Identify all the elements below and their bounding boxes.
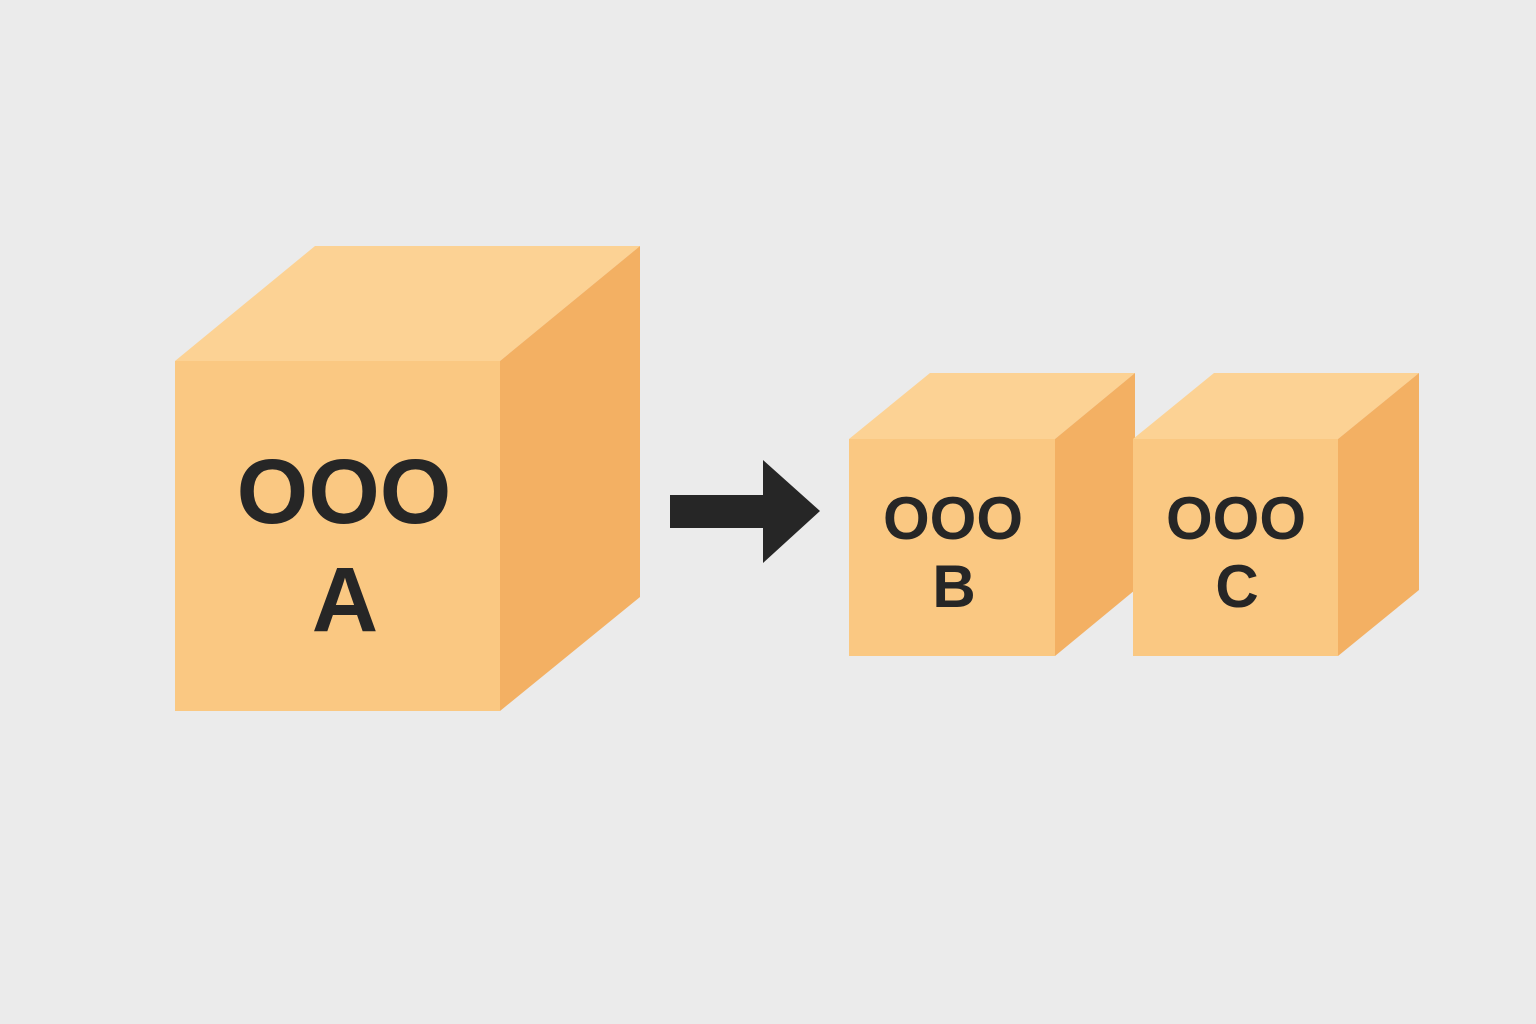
- cube-b-label-line1: OOO: [883, 485, 1023, 552]
- arrow-body: [670, 460, 820, 563]
- cube-c-top-face: [1133, 373, 1419, 439]
- cube-b-label-line2: B: [932, 553, 975, 620]
- cube-c: OOO C: [1133, 373, 1419, 656]
- cube-b-side-face: [1055, 373, 1135, 656]
- cube-c-front-face: [1133, 439, 1338, 656]
- cube-a-top-face: [175, 246, 640, 361]
- cube-a-side-face: [500, 246, 640, 711]
- cube-a-front-face: [175, 361, 500, 711]
- cube-a-label-line2: A: [312, 549, 378, 651]
- cube-b-front-face: [849, 439, 1055, 656]
- cube-a-label-line1: OOO: [237, 441, 452, 543]
- cube-b: OOO B: [849, 373, 1135, 656]
- cube-c-label-line2: C: [1215, 553, 1258, 620]
- cube-c-label-line1: OOO: [1166, 485, 1306, 552]
- right-arrow-icon: [670, 460, 820, 563]
- cube-a: OOO A: [175, 246, 640, 711]
- cube-b-top-face: [849, 373, 1135, 439]
- cube-c-side-face: [1338, 373, 1419, 656]
